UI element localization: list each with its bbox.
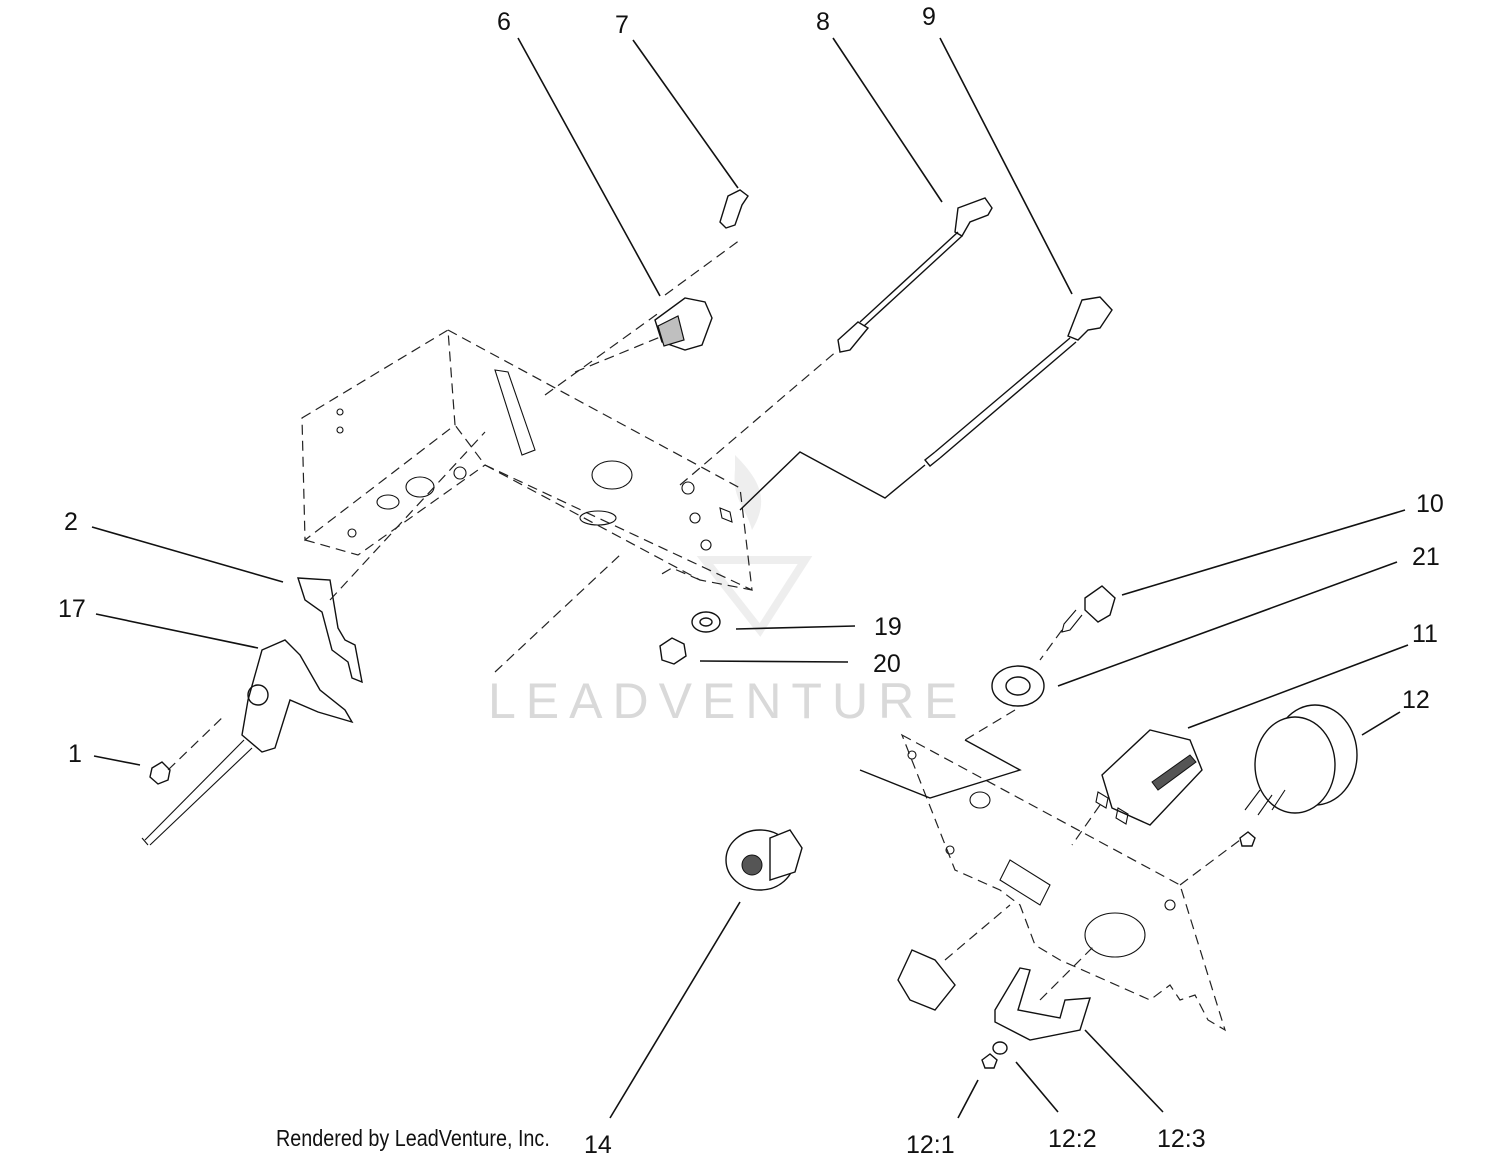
callout-1: 1 [68,740,82,768]
callout-12-2: 12:2 [1048,1125,1097,1153]
part-14-switch [725,829,803,891]
callout-21: 21 [1412,543,1440,571]
part-9-cable [739,296,1113,511]
callout-12-1: 12:1 [906,1131,955,1159]
part-21-bezel-ring [991,665,1045,707]
leader-lines [91,37,1409,1119]
callout-8: 8 [816,8,830,36]
lower-panel [859,733,1227,1032]
upper-panel [301,328,753,592]
part-19-washer [691,611,721,633]
assembly-lines-left [167,239,839,771]
part-8-cable [837,197,993,353]
part-12-1-nut [981,1053,998,1069]
callout-17: 17 [58,595,86,623]
part-6-knob [654,297,713,351]
callout-7: 7 [615,11,629,39]
callout-6: 6 [497,8,511,36]
assembly-lines-right [944,629,1241,1001]
part-10-key [1061,585,1116,633]
callout-14: 14 [584,1131,612,1159]
callout-11: 11 [1412,620,1438,648]
render-credit: Rendered by LeadVenture, Inc. [276,1125,550,1151]
part-12-gauge [1244,704,1358,816]
watermark-text: LEADVENTURE [488,673,968,729]
part-20-nut [659,637,687,665]
callout-20: 20 [873,650,901,678]
callout-2: 2 [64,508,78,536]
part-nut-gauge [1239,831,1256,847]
part-7-screw [719,189,749,229]
part-2-bracket-plate [297,577,363,684]
part-11-hour-meter [1095,729,1203,826]
callout-10: 10 [1416,490,1444,518]
watermark: LEADVENTURE [488,455,968,729]
flame-logo-icon [696,455,813,637]
callout-12: 12 [1402,686,1430,714]
part-17-lever-arm [141,639,354,846]
part-clip-left [897,949,956,1011]
callout-9: 9 [922,3,936,31]
callout-12-3: 12:3 [1157,1125,1206,1153]
part-1-nut [149,761,171,785]
callout-labels: 2 17 1 6 7 8 9 10 21 11 12 19 20 14 12:1… [58,3,1444,1159]
part-12-2-washer [992,1041,1008,1055]
part-12-3-bracket [994,967,1091,1041]
callout-19: 19 [874,613,902,641]
